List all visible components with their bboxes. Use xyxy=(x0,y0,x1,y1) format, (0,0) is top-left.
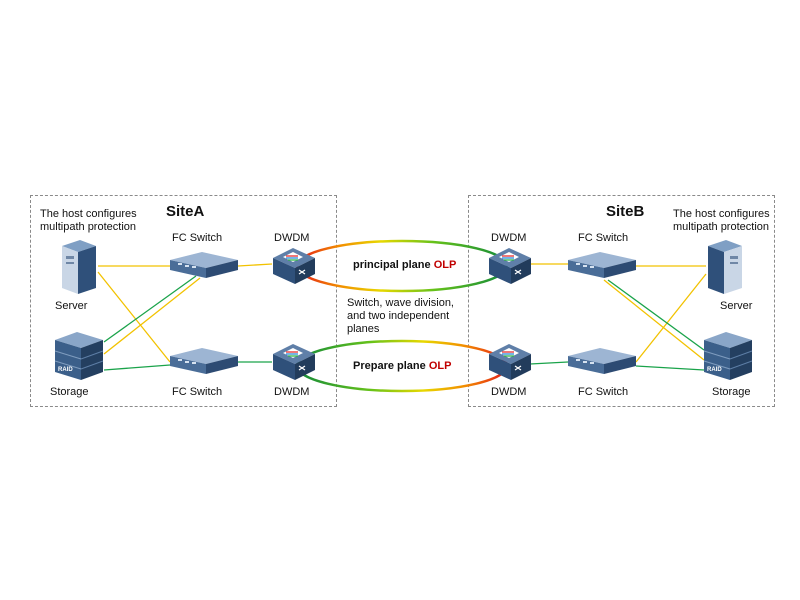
site-b-box xyxy=(468,195,775,407)
site-b-title: SiteB xyxy=(606,203,645,220)
site-b-dwdm-top-label: DWDM xyxy=(491,232,527,244)
site-a-storage-icon: RAID xyxy=(54,332,104,380)
link-storageA-fcA1-green xyxy=(103,275,197,343)
site-b-host-note-line2: multipath protection xyxy=(673,221,769,233)
site-a-raid-text: RAID xyxy=(58,367,73,373)
site-b-dwdm-bottom-icon xyxy=(489,344,531,380)
prepare-plane-text: Prepare plane xyxy=(353,360,429,372)
link-fcB1-storageB-yellow xyxy=(603,279,705,361)
link-fcA1-dwdmA1 xyxy=(237,263,273,267)
site-a-host-note: The host configures multipath protection xyxy=(40,208,137,234)
site-a-fc-switch-top-icon xyxy=(170,252,238,278)
site-a-box xyxy=(30,195,337,407)
link-serverA-fcA2 xyxy=(97,271,171,363)
site-b-fc-switch-bottom-label: FC Switch xyxy=(578,386,629,398)
site-b-dwdm-bottom-label: DWDM xyxy=(491,386,527,398)
site-a-fc-switch-bottom-icon xyxy=(170,348,238,374)
middle-note-line2: and two independent xyxy=(347,310,450,322)
principal-plane-olp: OLP xyxy=(433,259,457,271)
site-a-dwdm-bottom-label: DWDM xyxy=(274,386,310,398)
site-a-fc-switch-bottom-label: FC Switch xyxy=(172,386,223,398)
principal-plane-text: principal plane xyxy=(353,259,434,271)
site-a-title: SiteA xyxy=(166,203,205,220)
site-a-host-note-line1: The host configures xyxy=(40,208,137,220)
site-a-server-icon xyxy=(62,240,96,294)
site-b-fc-switch-top-icon xyxy=(568,252,636,278)
site-b-raid-text: RAID xyxy=(707,367,722,373)
prepare-plane-label: Prepare plane OLP xyxy=(353,360,451,372)
site-b-server-icon xyxy=(708,240,742,294)
site-b-storage-icon: RAID xyxy=(703,332,753,380)
link-dwdmB2-fcB2 xyxy=(529,361,569,365)
site-b-dwdm-top-icon xyxy=(489,248,531,284)
site-a-dwdm-top-label: DWDM xyxy=(274,232,310,244)
site-b-fc-switch-bottom-icon xyxy=(568,348,636,374)
site-a-host-note-line2: multipath protection xyxy=(40,221,136,233)
site-b-fc-switch-top-label: FC Switch xyxy=(578,232,629,244)
link-fcB2-storageB xyxy=(635,365,705,371)
site-b-server-label: Server xyxy=(720,300,753,312)
link-fcB2-serverB xyxy=(635,273,707,363)
site-a-dwdm-top-icon xyxy=(273,248,315,284)
middle-note-line3: planes xyxy=(347,323,380,335)
site-b-host-note: The host configures multipath protection xyxy=(673,208,770,234)
site-b-storage-label: Storage xyxy=(712,386,751,398)
principal-plane-label: principal plane OLP xyxy=(353,259,456,271)
middle-note-line1: Switch, wave division, xyxy=(347,297,454,309)
link-fcB1-storageB xyxy=(607,279,705,351)
site-a-dwdm-bottom-icon xyxy=(273,344,315,380)
prepare-plane-olp: OLP xyxy=(428,360,452,372)
middle-note: Switch, wave division, and two independe… xyxy=(347,297,454,336)
site-a-fc-switch-top-label: FC Switch xyxy=(172,232,223,244)
link-storageA-fcA2-green xyxy=(103,364,171,371)
site-a-server-label: Server xyxy=(55,300,88,312)
link-storageA-fcA1 xyxy=(103,277,201,355)
site-a-storage-label: Storage xyxy=(50,386,89,398)
site-b-host-note-line1: The host configures xyxy=(673,208,770,220)
